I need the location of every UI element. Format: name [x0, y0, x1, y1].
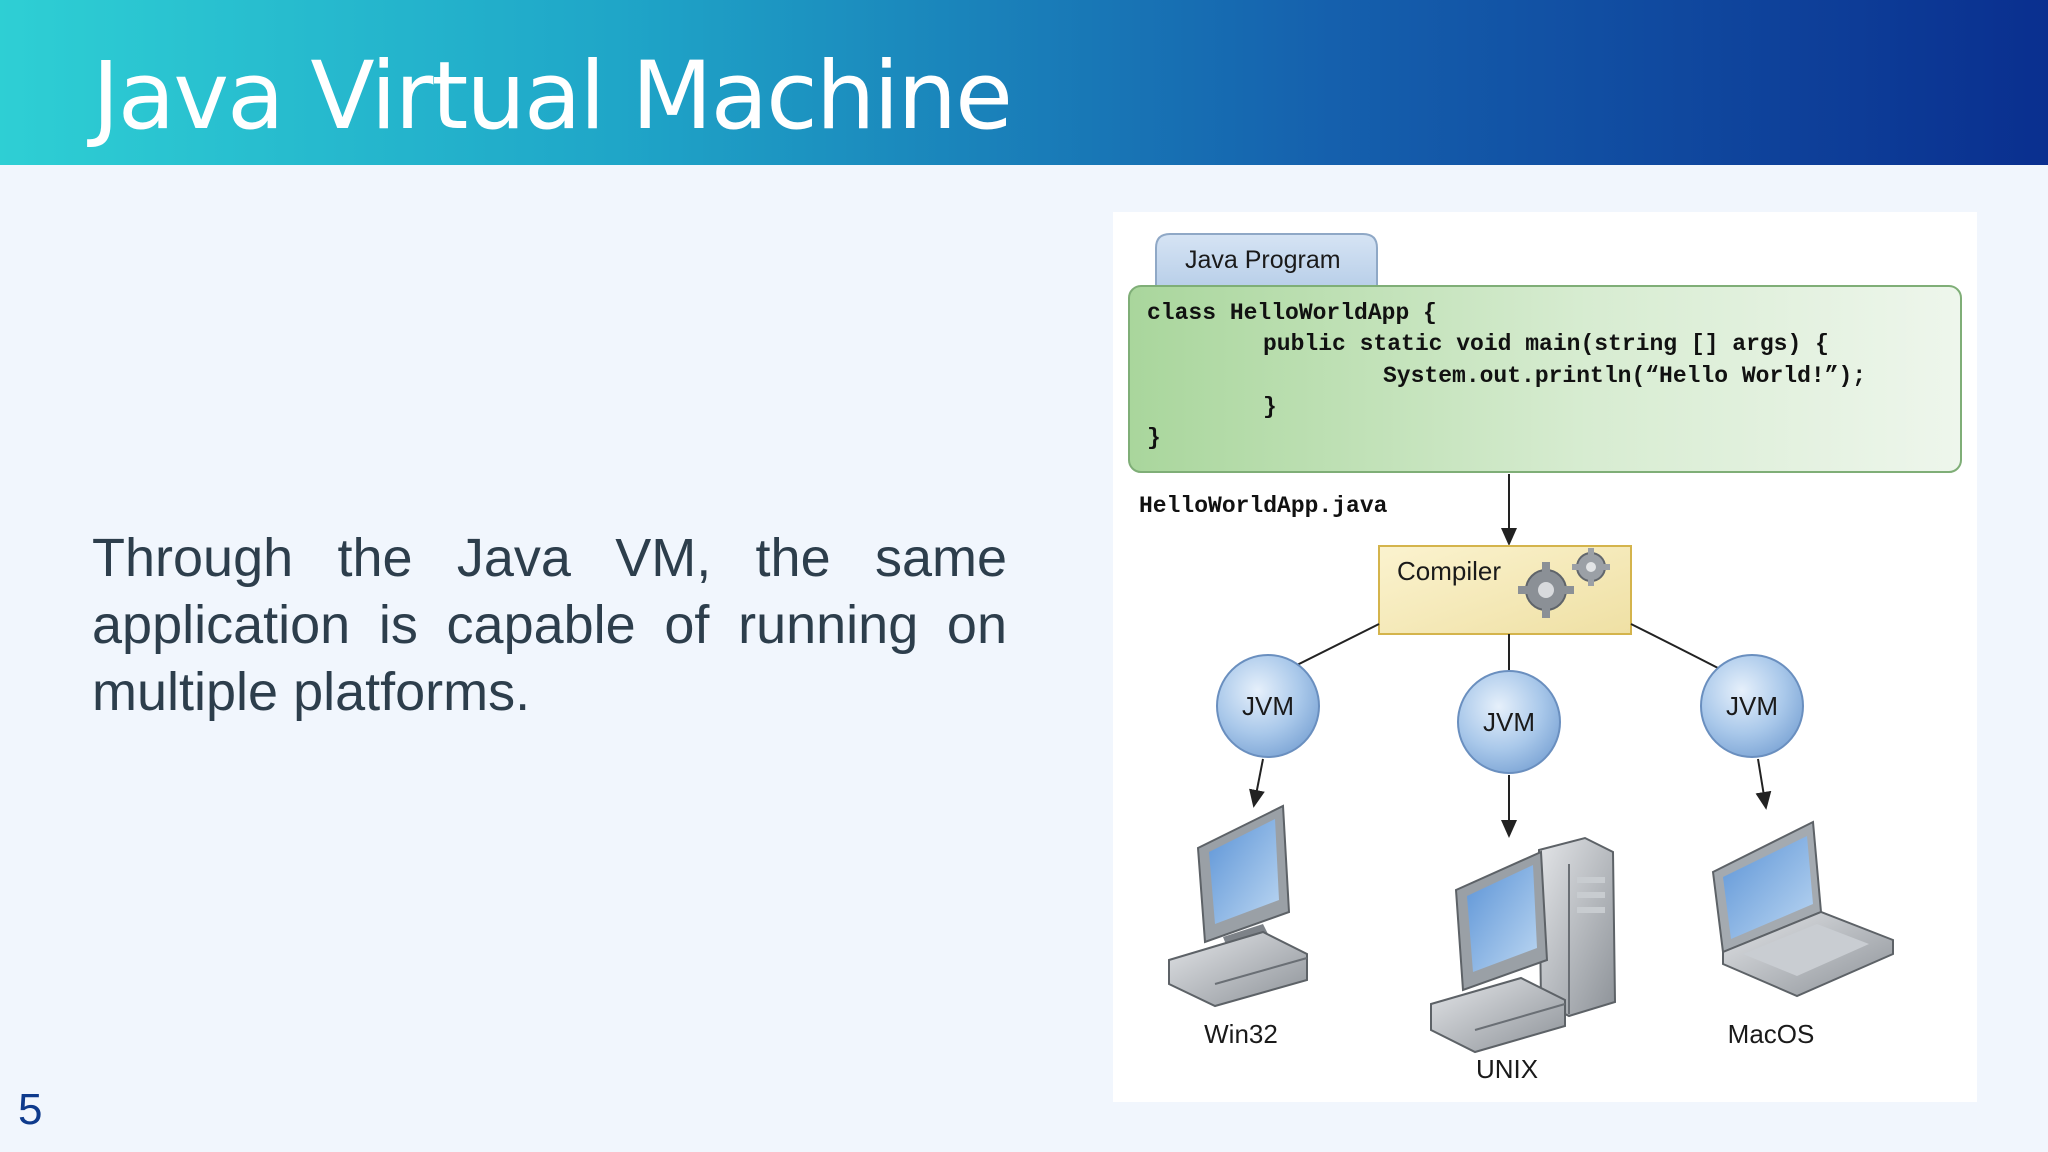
code-line-3: System.out.println(“Hello World!”); [1383, 363, 1866, 389]
code-line-1: class HelloWorldApp { [1147, 300, 1437, 326]
jvm-diagram: Java Program class HelloWorldApp { publi… [1113, 212, 1977, 1102]
jvm-center-label: JVM [1483, 707, 1535, 737]
java-program-tab-label: Java Program [1185, 246, 1341, 274]
platform-unix-label: UNIX [1476, 1054, 1538, 1084]
arrow-to-macos [1755, 758, 1772, 810]
laptop-icon [1711, 820, 1894, 998]
gears-icon [1518, 548, 1610, 618]
slide-number: 5 [18, 1085, 43, 1134]
code-line-5: } [1147, 425, 1161, 451]
platform-macos-label: MacOS [1728, 1019, 1815, 1049]
code-line-2: public static void main(string [] args) … [1263, 331, 1829, 357]
java-program-tab: Java Program [1155, 233, 1378, 287]
jvm-right-label: JVM [1726, 691, 1778, 721]
arrow-to-win32 [1249, 758, 1265, 808]
title-bar: Java Virtual Machine [0, 0, 2048, 165]
compiler-label: Compiler [1397, 556, 1501, 586]
code-line-4: } [1263, 394, 1277, 420]
jvm-left-label: JVM [1242, 691, 1294, 721]
compiler-box: Compiler [1378, 545, 1632, 635]
desktop-computer-icon [1168, 804, 1308, 1008]
code-box: class HelloWorldApp { public static void… [1128, 285, 1962, 473]
jvm-node-center: JVM [1457, 670, 1561, 774]
jvm-node-left: JVM [1216, 654, 1320, 758]
diagram-canvas: Java Program class HelloWorldApp { publi… [1128, 233, 1962, 1084]
source-filename: HelloWorldApp.java [1139, 493, 1388, 519]
body-text: Through the Java VM, the same applicatio… [92, 528, 1007, 722]
jvm-node-right: JVM [1700, 654, 1804, 758]
slide-title: Java Virtual Machine [92, 42, 1013, 151]
platform-win32-label: Win32 [1204, 1019, 1278, 1049]
workstation-tower-icon [1430, 836, 1617, 1054]
